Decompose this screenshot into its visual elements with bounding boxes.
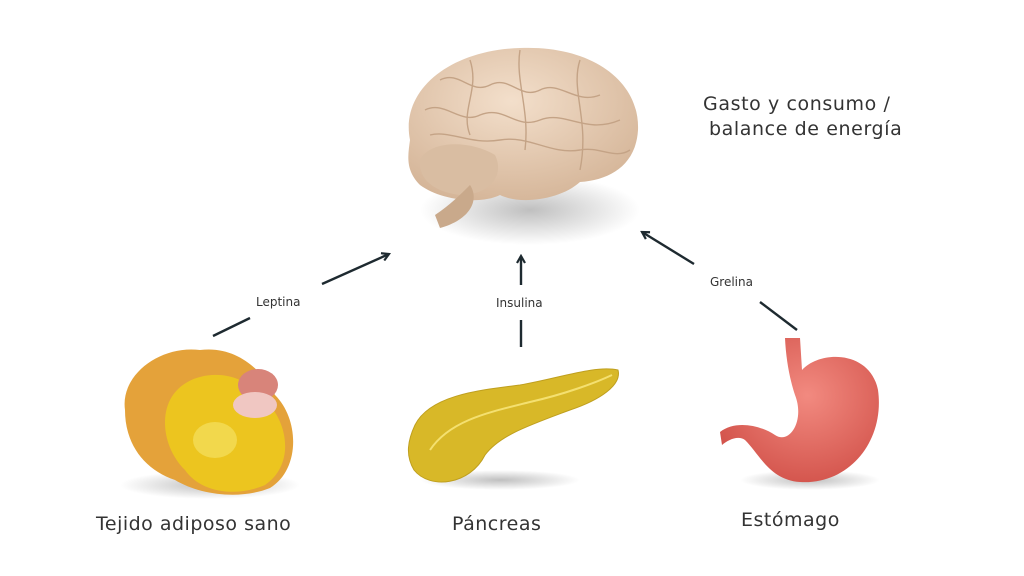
- adipose-tissue-image: [120, 349, 300, 499]
- ghrelin-arrow-tail: [759, 301, 798, 331]
- pancreas-label: Páncreas: [452, 513, 542, 535]
- ghrelin-label: Grelina: [710, 275, 753, 289]
- brain-image: [408, 47, 640, 245]
- title: Gasto y consumo / balance de energía: [703, 92, 902, 142]
- title-line-1: Gasto y consumo /: [703, 93, 891, 115]
- leptin-arrow-tail: [212, 316, 251, 338]
- stomach-image: [720, 338, 880, 490]
- ghrelin-arrow: [642, 232, 695, 266]
- stomach-label: Estómago: [741, 509, 840, 531]
- adipose-label: Tejido adiposo sano: [96, 513, 292, 535]
- title-line-2: balance de energía: [709, 118, 903, 140]
- pancreas-image: [408, 368, 619, 490]
- leptin-label: Leptina: [256, 295, 301, 309]
- insulin-label: Insulina: [496, 296, 543, 310]
- leptin-arrow: [321, 254, 389, 286]
